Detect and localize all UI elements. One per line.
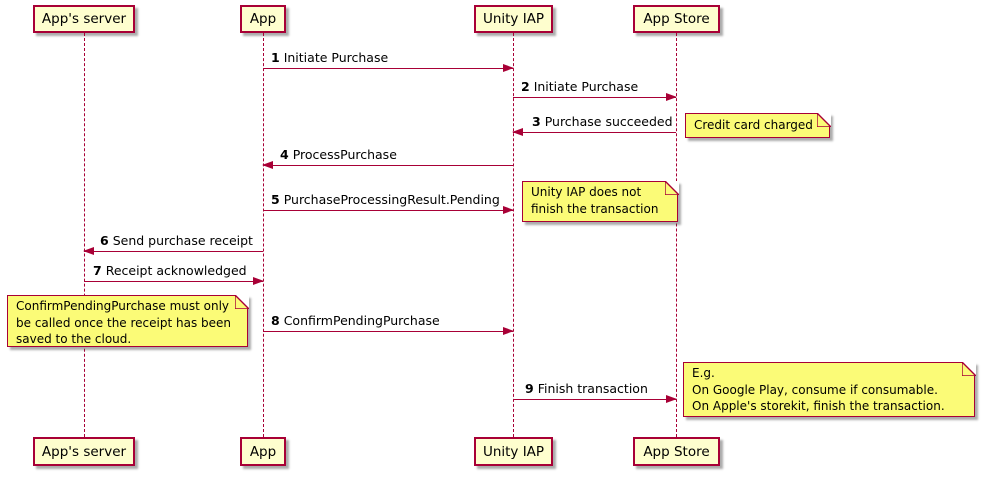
message-text: Initiate Purchase [533,79,639,94]
message-line [263,210,513,211]
message-text: Finish transaction [537,381,648,396]
message-number: 9 [525,381,534,396]
message-text: Purchase succeeded [544,114,673,129]
message-text: ProcessPurchase [292,147,397,162]
arrowhead-right-icon [666,395,677,403]
note-fold-icon [816,112,831,127]
note-line: be called once the receipt has been [16,315,232,330]
message-line [84,281,263,282]
message-number: 3 [532,114,541,129]
note-line: ConfirmPendingPurchase must only [16,299,230,313]
note-line: finish the transaction [531,201,659,216]
note-fold-icon [664,180,679,195]
message-line [263,165,513,166]
arrowhead-right-icon [503,327,514,335]
participant-label: App Store [643,443,710,460]
message-line [263,331,513,332]
message-number: 7 [93,263,102,278]
note-line: On Google Play, consume if consumable. [692,382,938,397]
participant-bottom-unity-iap: Unity IAP [474,437,553,466]
lifeline-app-store [676,33,677,437]
arrowhead-left-icon [512,128,523,136]
message-number: 2 [521,79,530,94]
participant-bottom-app-store: App Store [633,437,720,466]
message-number: 8 [271,313,280,328]
note-confirm-pending-purchase: ConfirmPendingPurchase must only be call… [7,294,249,347]
message-number: 1 [271,50,280,65]
message-text: ConfirmPendingPurchase [283,313,440,328]
participant-top-app: App [240,5,286,33]
arrowhead-right-icon [253,277,264,285]
participant-top-app-store: App Store [633,5,720,33]
lifeline-apps-server [84,33,85,437]
arrowhead-right-icon [503,206,514,214]
arrowhead-right-icon [503,64,514,72]
participant-top-apps-server: App's server [33,5,135,33]
note-unity-iap-pending: Unity IAP does not finish the transactio… [522,180,679,222]
participant-label: App's server [41,443,127,460]
message-text: Receipt acknowledged [105,263,247,278]
arrowhead-right-icon [666,93,677,101]
note-line: E.g. [692,366,715,380]
message-number: 4 [280,147,289,162]
message-text: PurchaseProcessingResult.Pending [283,192,500,207]
message-number: 6 [100,233,109,248]
message-text: Send purchase receipt [112,233,253,248]
message-text: Initiate Purchase [283,50,389,65]
message-line [263,68,513,69]
lifeline-app [263,33,264,437]
participant-top-unity-iap: Unity IAP [474,5,553,33]
note-line: Credit card charged [694,118,813,133]
participant-bottom-apps-server: App's server [33,437,135,466]
participant-label: Unity IAP [482,11,545,27]
message-line [513,132,676,133]
note-line: saved to the cloud. [16,332,132,346]
note-line: Unity IAP does not [531,185,642,199]
participant-label: App Store [643,11,710,27]
message-number: 5 [271,192,280,207]
message-line [513,399,676,400]
participant-label: App [249,443,277,460]
note-credit-card-charged: Credit card charged [685,112,831,138]
participant-label: App's server [41,11,127,27]
note-line: On Apple's storekit, finish the transact… [692,399,945,413]
note-fold-icon [961,361,976,376]
note-fold-icon [234,294,249,309]
participant-label: App [249,11,277,27]
note-finish-transaction-examples: E.g. On Google Play, consume if consumab… [683,361,976,417]
arrowhead-left-icon [262,161,273,169]
participant-label: Unity IAP [482,443,545,460]
message-line [513,97,676,98]
participant-bottom-app: App [240,437,286,466]
message-line [84,251,263,252]
lifeline-unity-iap [513,33,514,437]
arrowhead-left-icon [83,247,94,255]
